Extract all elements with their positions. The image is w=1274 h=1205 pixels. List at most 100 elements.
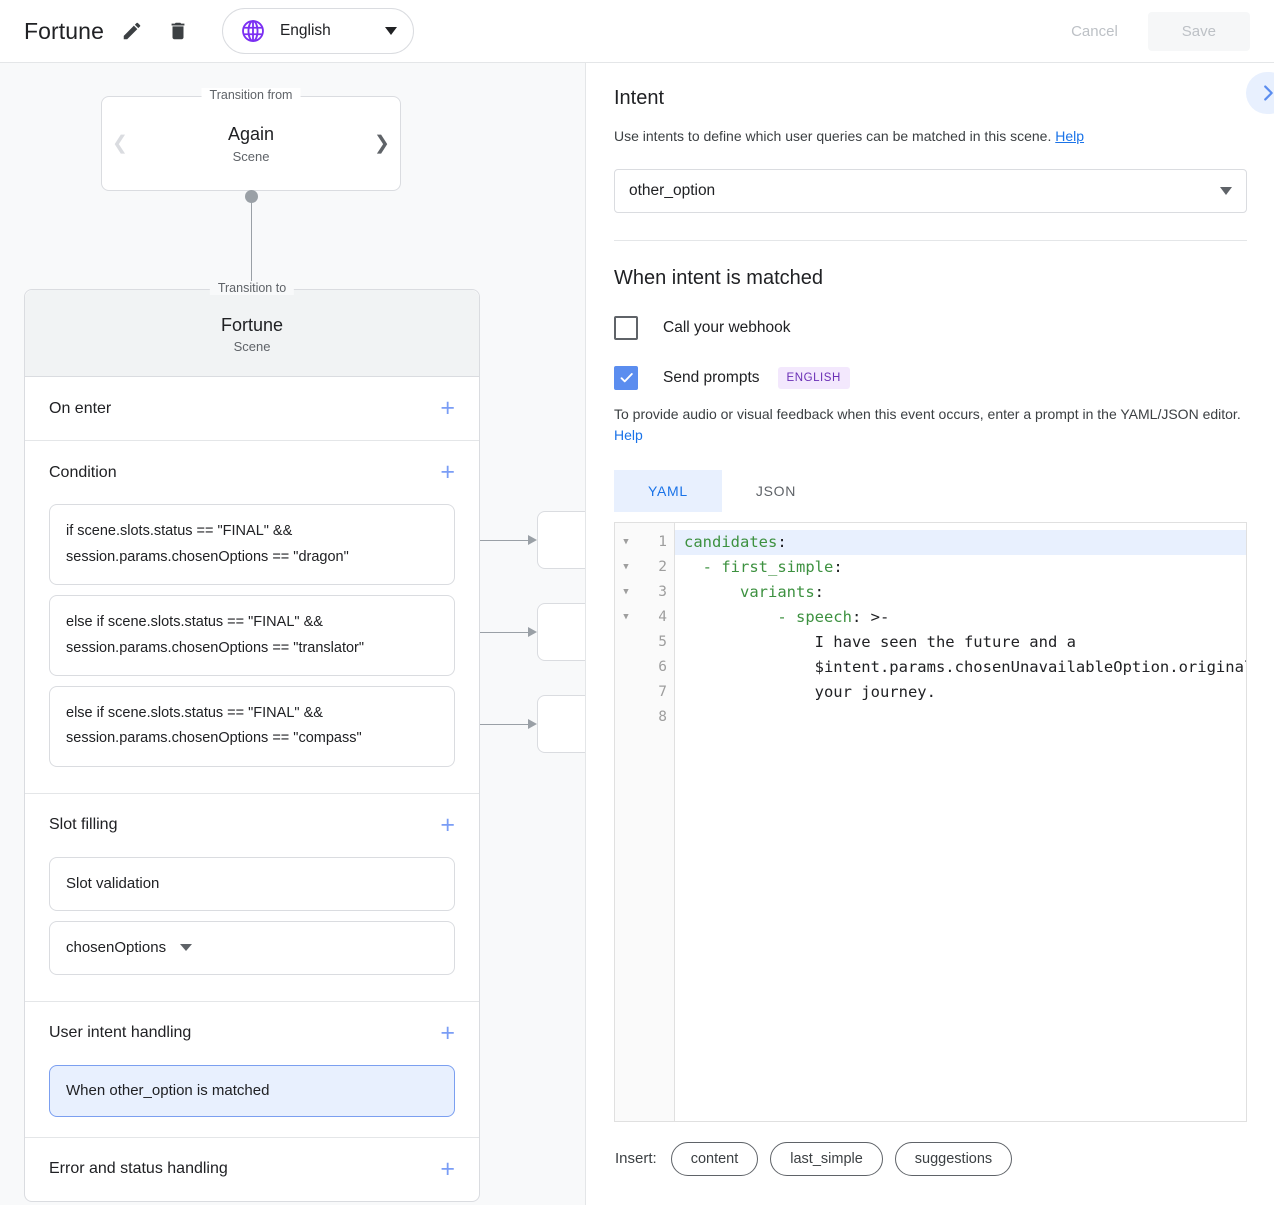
intent-handler-label: When other_option is matched — [66, 1082, 270, 1100]
save-button[interactable]: Save — [1147, 11, 1250, 51]
target-stub-card[interactable] — [537, 603, 585, 661]
edge-arrowhead-icon — [528, 719, 537, 729]
intent-handler-list: When other_option is matched — [49, 1064, 455, 1137]
cancel-button[interactable]: Cancel — [1055, 14, 1134, 49]
on-enter-label: On enter — [49, 399, 112, 417]
condition-header: Condition + — [49, 441, 455, 504]
tab-yaml[interactable]: YAML — [614, 469, 722, 512]
section-condition: Condition + if scene.slots.status == "FI… — [25, 441, 479, 794]
scene-name: Fortune — [220, 315, 284, 335]
editor-line-number: 2 — [658, 559, 667, 576]
when-intent-matched-heading: When intent is matched — [614, 266, 823, 289]
next-transition-button[interactable]: ❯ — [374, 133, 390, 154]
transition-from-card[interactable]: Transition from ❮ Again Scene ❯ — [101, 88, 401, 191]
condition-item[interactable]: else if scene.slots.status == "FINAL" &&… — [49, 595, 455, 676]
error-status-handling-header: Error and status handling + — [49, 1138, 455, 1201]
editor-gutter-line: ▼1 — [615, 530, 674, 555]
chevron-right-icon[interactable] — [1246, 72, 1274, 114]
insert-chip-suggestions[interactable]: suggestions — [894, 1141, 1013, 1176]
tab-json[interactable]: JSON — [755, 482, 797, 499]
insert-label: Insert: — [615, 1150, 657, 1168]
yaml-key: - first_simple — [684, 557, 834, 576]
editor-line-number: 1 — [658, 534, 667, 551]
add-error-handler-button[interactable]: + — [440, 1154, 455, 1183]
editor-line-number: 8 — [658, 709, 667, 726]
trash-icon[interactable] — [160, 13, 196, 49]
insert-chip-last-simple[interactable]: last_simple — [770, 1141, 883, 1176]
send-prompts-checkbox[interactable] — [614, 365, 638, 390]
yaml-punctuation: : >- — [851, 607, 890, 626]
transition-to-header[interactable]: Transition to Fortune Scene — [25, 281, 479, 378]
edge-arrowhead-icon — [528, 535, 537, 545]
editor-gutter-line: ▼4 — [615, 605, 674, 630]
fold-toggle-icon[interactable]: ▼ — [623, 586, 629, 597]
chevron-down-icon[interactable] — [180, 944, 193, 952]
editor-gutter-line: 8 — [615, 705, 674, 730]
add-on-enter-button[interactable]: + — [440, 394, 455, 423]
editor-line-number: 5 — [658, 634, 667, 651]
fold-toggle-icon[interactable]: ▼ — [623, 611, 629, 622]
slot-item[interactable]: chosenOptions — [49, 920, 455, 975]
transition-from-name: Again — [227, 124, 275, 145]
app-header: Fortune English Cancel Save — [0, 0, 1274, 63]
scene-graph-pane: Transition from ❮ Again Scene ❯ Transiti… — [0, 63, 586, 1205]
target-stub-card[interactable] — [537, 511, 585, 569]
transition-from-legend: Transition from — [201, 88, 301, 102]
error-status-handling-label: Error and status handling — [49, 1160, 228, 1178]
slot-filling-label: Slot filling — [49, 816, 118, 834]
call-webhook-checkbox[interactable] — [614, 315, 638, 340]
section-error-status-handling: Error and status handling + — [25, 1138, 479, 1201]
editor-code-line: - first_simple: — [675, 555, 1246, 580]
editor-code-line: - speech: >- — [675, 605, 1246, 630]
language-label: English — [279, 22, 331, 39]
editor-code-line: your journey. — [675, 680, 1246, 705]
page-title: Fortune — [24, 17, 104, 44]
pencil-icon[interactable] — [114, 13, 150, 49]
yaml-key: candidates — [684, 532, 778, 551]
yaml-key: - speech — [684, 607, 852, 626]
insert-chip-content[interactable]: content — [670, 1141, 759, 1176]
edge-line — [458, 724, 530, 725]
add-slot-button[interactable]: + — [440, 810, 455, 839]
when-intent-matched-section: When intent is matched Call your webhook… — [587, 241, 1274, 1176]
condition-item[interactable]: if scene.slots.status == "FINAL" && sess… — [49, 504, 455, 586]
webhook-row: Call your webhook — [614, 315, 1247, 340]
intent-handler-item-selected[interactable]: When other_option is matched — [49, 1064, 455, 1117]
add-intent-handler-button[interactable]: + — [440, 1018, 455, 1047]
target-stub-card[interactable] — [537, 695, 585, 753]
editor-code-area[interactable]: candidates: - first_simple: variants: - … — [675, 523, 1246, 1121]
section-divider — [614, 239, 1247, 241]
editor-code-line: variants: — [675, 580, 1246, 605]
language-badge: ENGLISH — [777, 366, 850, 389]
intent-description: Use intents to define which user queries… — [614, 127, 1247, 147]
slot-validation-item[interactable]: Slot validation — [49, 856, 455, 911]
intent-help-link[interactable]: Help — [1055, 128, 1085, 144]
editor-gutter-line: 7 — [615, 680, 674, 705]
fold-toggle-icon[interactable]: ▼ — [623, 561, 629, 572]
editor-gutter-line: ▼2 — [615, 555, 674, 580]
slot-name-label: chosenOptions — [66, 939, 167, 957]
yaml-punctuation: : — [777, 532, 787, 551]
editor-line-number: 6 — [658, 659, 667, 676]
chevron-down-icon — [1220, 186, 1232, 195]
prompt-help-link[interactable]: Help — [614, 426, 643, 443]
condition-item[interactable]: else if scene.slots.status == "FINAL" &&… — [49, 685, 455, 767]
yaml-value: $intent.params.chosenUnavailableOption.o… — [814, 657, 1246, 676]
user-intent-handling-header: User intent handling + — [49, 1002, 455, 1065]
prev-transition-button[interactable]: ❮ — [112, 133, 128, 154]
send-prompts-label: Send prompts — [663, 368, 760, 386]
editor-format-tabs: YAML JSON — [614, 469, 1247, 512]
transition-from-body: Again Scene — [138, 123, 364, 163]
add-condition-button[interactable]: + — [440, 458, 455, 487]
call-webhook-label: Call your webhook — [663, 318, 791, 336]
connector-line — [251, 190, 252, 334]
language-selector[interactable]: English — [221, 8, 414, 54]
details-pane: Intent Use intents to define which user … — [587, 63, 1274, 1205]
intent-heading: Intent — [614, 87, 665, 109]
intent-select[interactable]: other_option — [614, 168, 1247, 213]
editor-code-line: I have seen the future and a — [675, 630, 1246, 655]
fold-toggle-icon[interactable]: ▼ — [623, 536, 629, 547]
editor-code-line: candidates: — [675, 529, 1246, 555]
editor-gutter-line: 5 — [615, 630, 674, 655]
